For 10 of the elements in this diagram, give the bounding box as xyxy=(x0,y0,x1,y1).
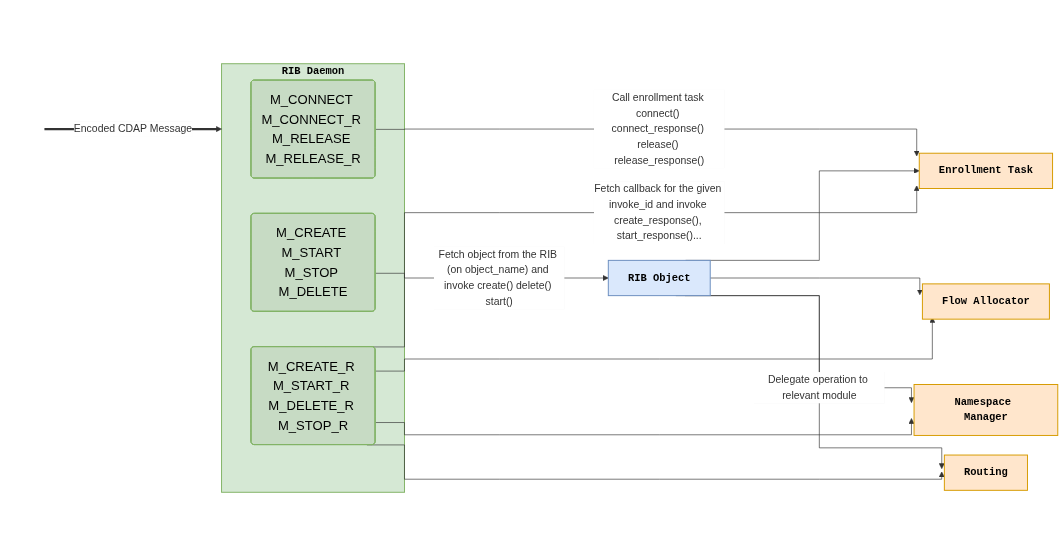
edge-label: Delegate operation to relevant module xyxy=(767,374,868,401)
edge-label: Call enrollment task connect() connect_response() release() release_response() xyxy=(611,91,705,166)
node-box: Routing xyxy=(943,454,1028,491)
node-box: RIB Object xyxy=(607,259,711,297)
edge-label: Fetch object from the RIB (on object_name) and invoke create() delete() start() xyxy=(438,248,557,307)
edge-label: Encoded CDAP Message xyxy=(73,123,193,135)
node-box: Namespace Manager xyxy=(913,384,1059,436)
edge-label: Fetch callback for the given invoke_id and invoke create_response(), start_response()... xyxy=(594,183,722,242)
node-box: Enrollment Task xyxy=(918,152,1054,189)
node-box: Flow Allocator xyxy=(921,283,1050,320)
